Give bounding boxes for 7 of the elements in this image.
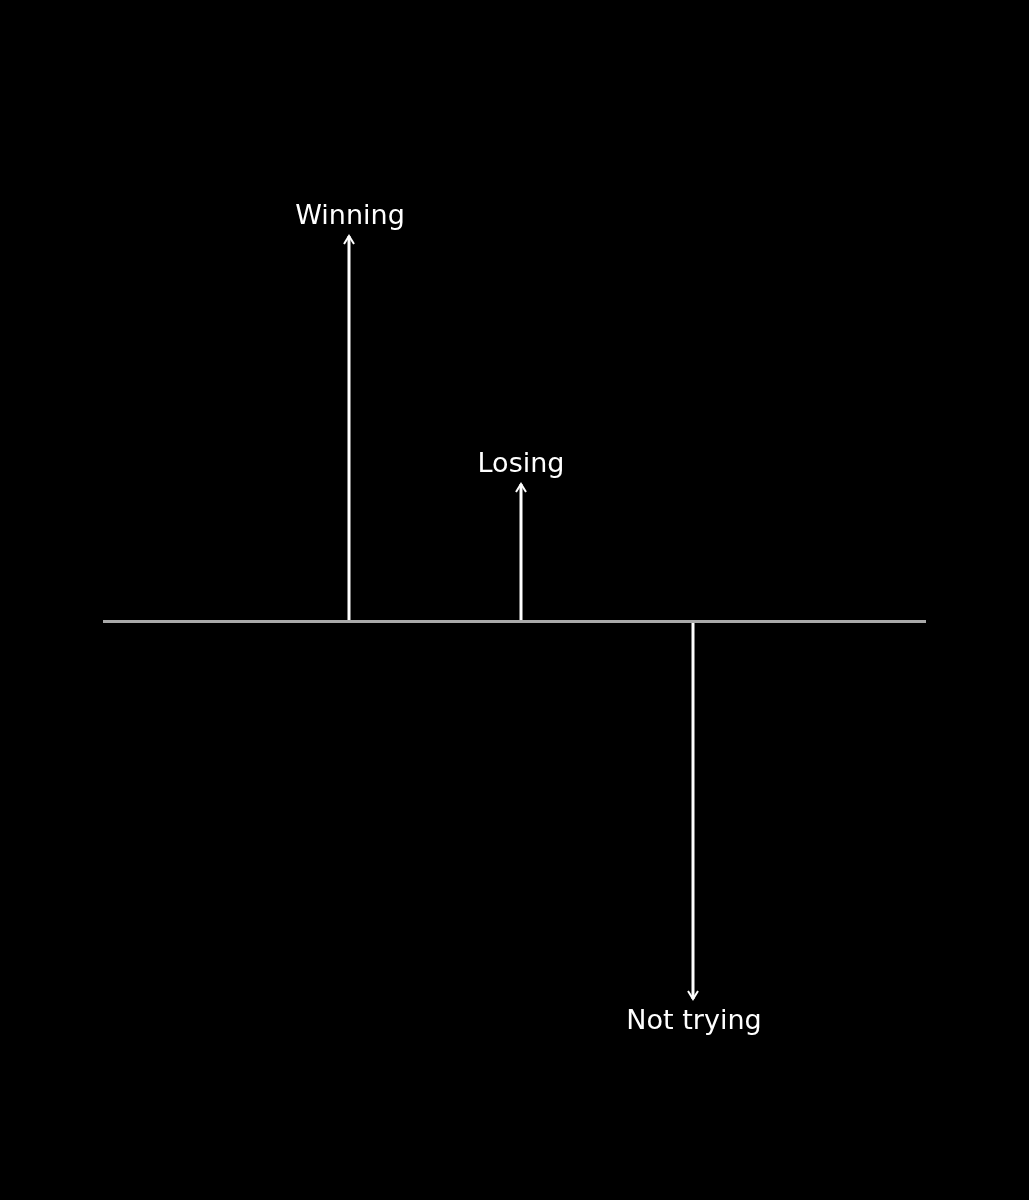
arrow (687, 623, 699, 1000)
outcome-label: Winning (295, 198, 405, 232)
arrow (343, 235, 355, 620)
arrow (515, 483, 527, 620)
baseline (103, 620, 926, 623)
outcome-label: Not trying (626, 1003, 762, 1037)
outcome-label: Losing (477, 446, 565, 480)
